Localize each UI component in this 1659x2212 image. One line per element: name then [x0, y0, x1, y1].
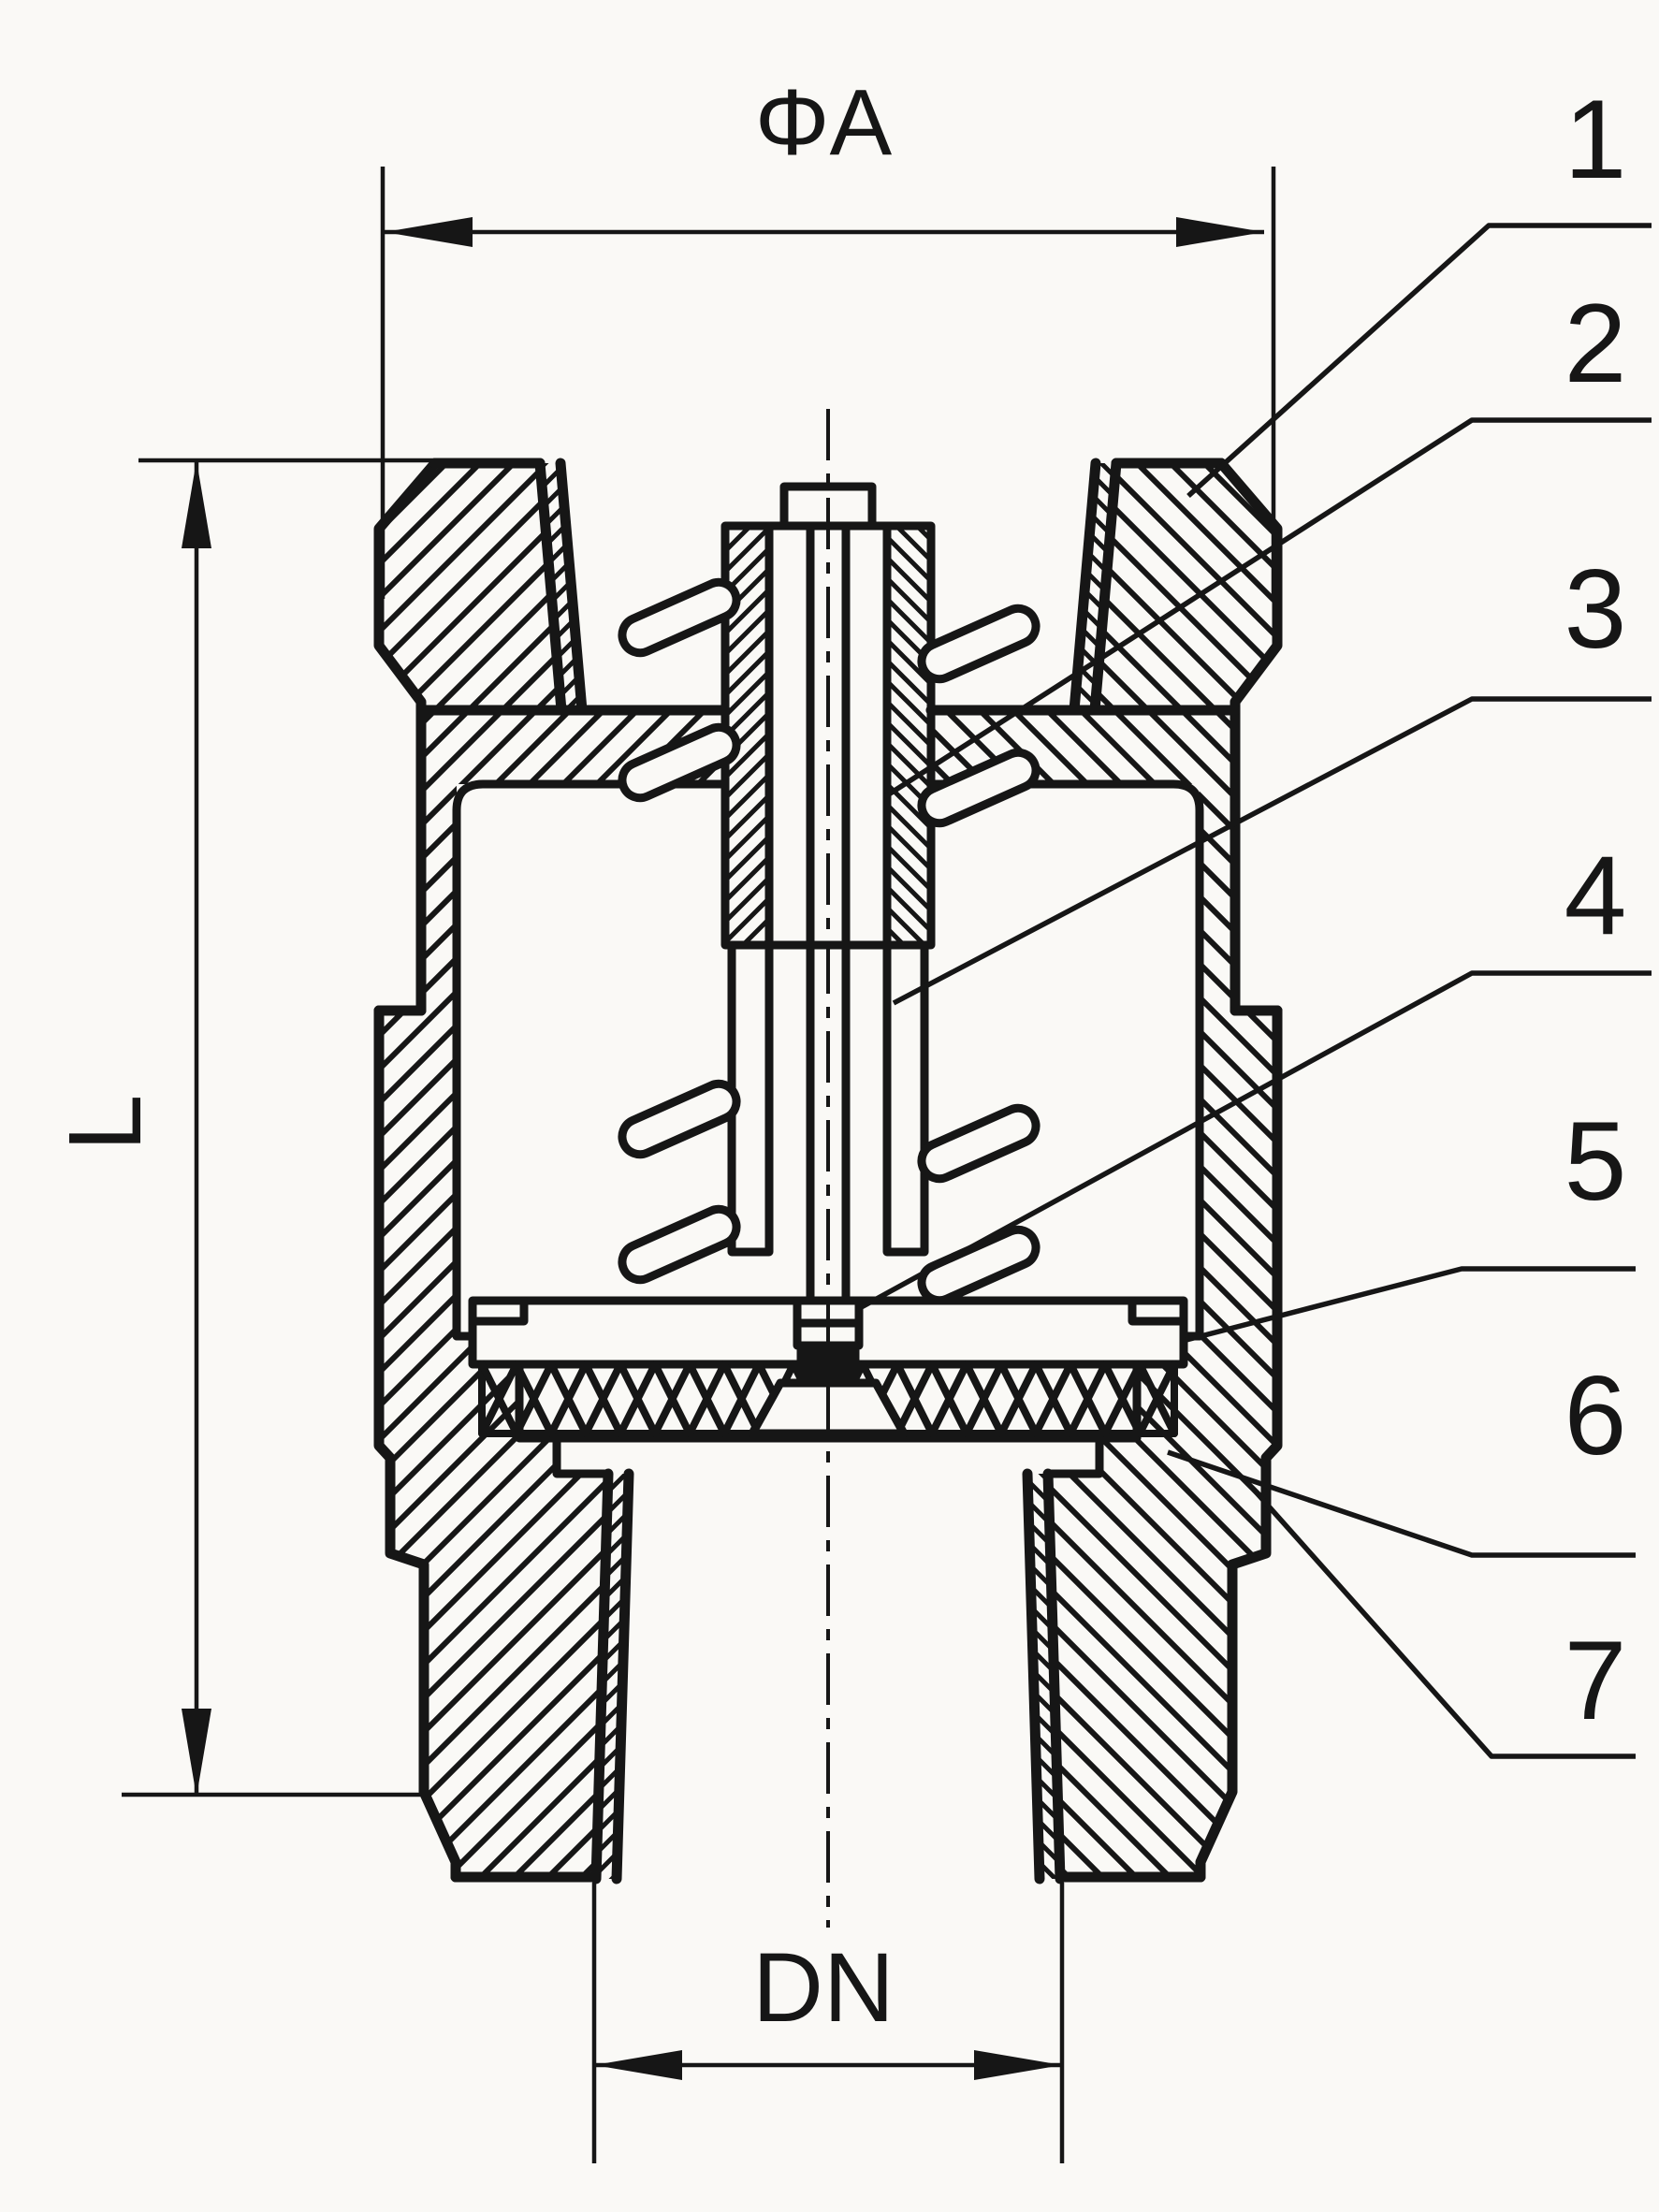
part-callouts: 1 2 3 4 5 6 7 — [854, 77, 1652, 1759]
body-hatch-left-lower — [379, 1336, 608, 1879]
cap-hatch-right — [1095, 463, 1277, 710]
phiA-arrow-left — [385, 217, 473, 247]
phiA-label: ΦA — [755, 70, 893, 175]
outer-profile-right — [1195, 458, 1283, 1883]
disc-plate-steps — [468, 1296, 1188, 1326]
callout-2: 2 — [1564, 281, 1627, 406]
cap-hatch-left — [379, 463, 561, 710]
cavity-walls — [452, 806, 1204, 1341]
dimension-overall-length: L — [48, 458, 473, 1797]
leader-7 — [1251, 1488, 1636, 1759]
dimension-nominal-bore: DN — [591, 1883, 1065, 2163]
callout-4: 4 — [1564, 833, 1627, 958]
DN-arrow-left — [594, 2050, 682, 2080]
cavity-ceiling — [452, 779, 1204, 815]
leader-6 — [1167, 1449, 1636, 1558]
wall-hatch-right-upper — [1200, 784, 1235, 1011]
dimension-top-diameter: ΦA — [380, 70, 1276, 599]
wall-hatch-left-mid — [379, 1011, 457, 1336]
callout-5: 5 — [1564, 1099, 1627, 1224]
DN-label: DN — [752, 1933, 895, 2043]
leader-1 — [1186, 223, 1652, 499]
L-arrow-top — [182, 460, 211, 548]
phiA-extension-lines — [380, 167, 1276, 599]
wall-hatch-right-mid — [1200, 1011, 1277, 1336]
leader-2 — [882, 417, 1652, 800]
L-extension-lines — [122, 458, 473, 1797]
wall-hatch-left-upper — [421, 784, 457, 1011]
DN-arrow-right — [974, 2050, 1062, 2080]
callout-6: 6 — [1564, 1353, 1627, 1478]
outer-profile-left — [373, 458, 461, 1883]
callout-7: 7 — [1564, 1618, 1627, 1743]
leader-3 — [892, 696, 1652, 1006]
L-label: L — [48, 1094, 163, 1151]
outlet-port-walls — [590, 1468, 1066, 1885]
section-hatching — [379, 463, 1277, 1879]
spring — [618, 577, 1041, 1305]
leader-4 — [854, 970, 1652, 1313]
inlet-port-walls — [534, 458, 1122, 716]
callout-3: 3 — [1564, 546, 1627, 672]
phiA-arrow-right — [1176, 217, 1264, 247]
callout-1: 1 — [1564, 77, 1627, 202]
leader-5 — [1182, 1266, 1636, 1344]
DN-extension-lines — [591, 1883, 1065, 2163]
bushing-thread-hatch-right — [887, 526, 931, 945]
L-arrow-bottom — [182, 1709, 211, 1797]
stem — [779, 482, 877, 1305]
